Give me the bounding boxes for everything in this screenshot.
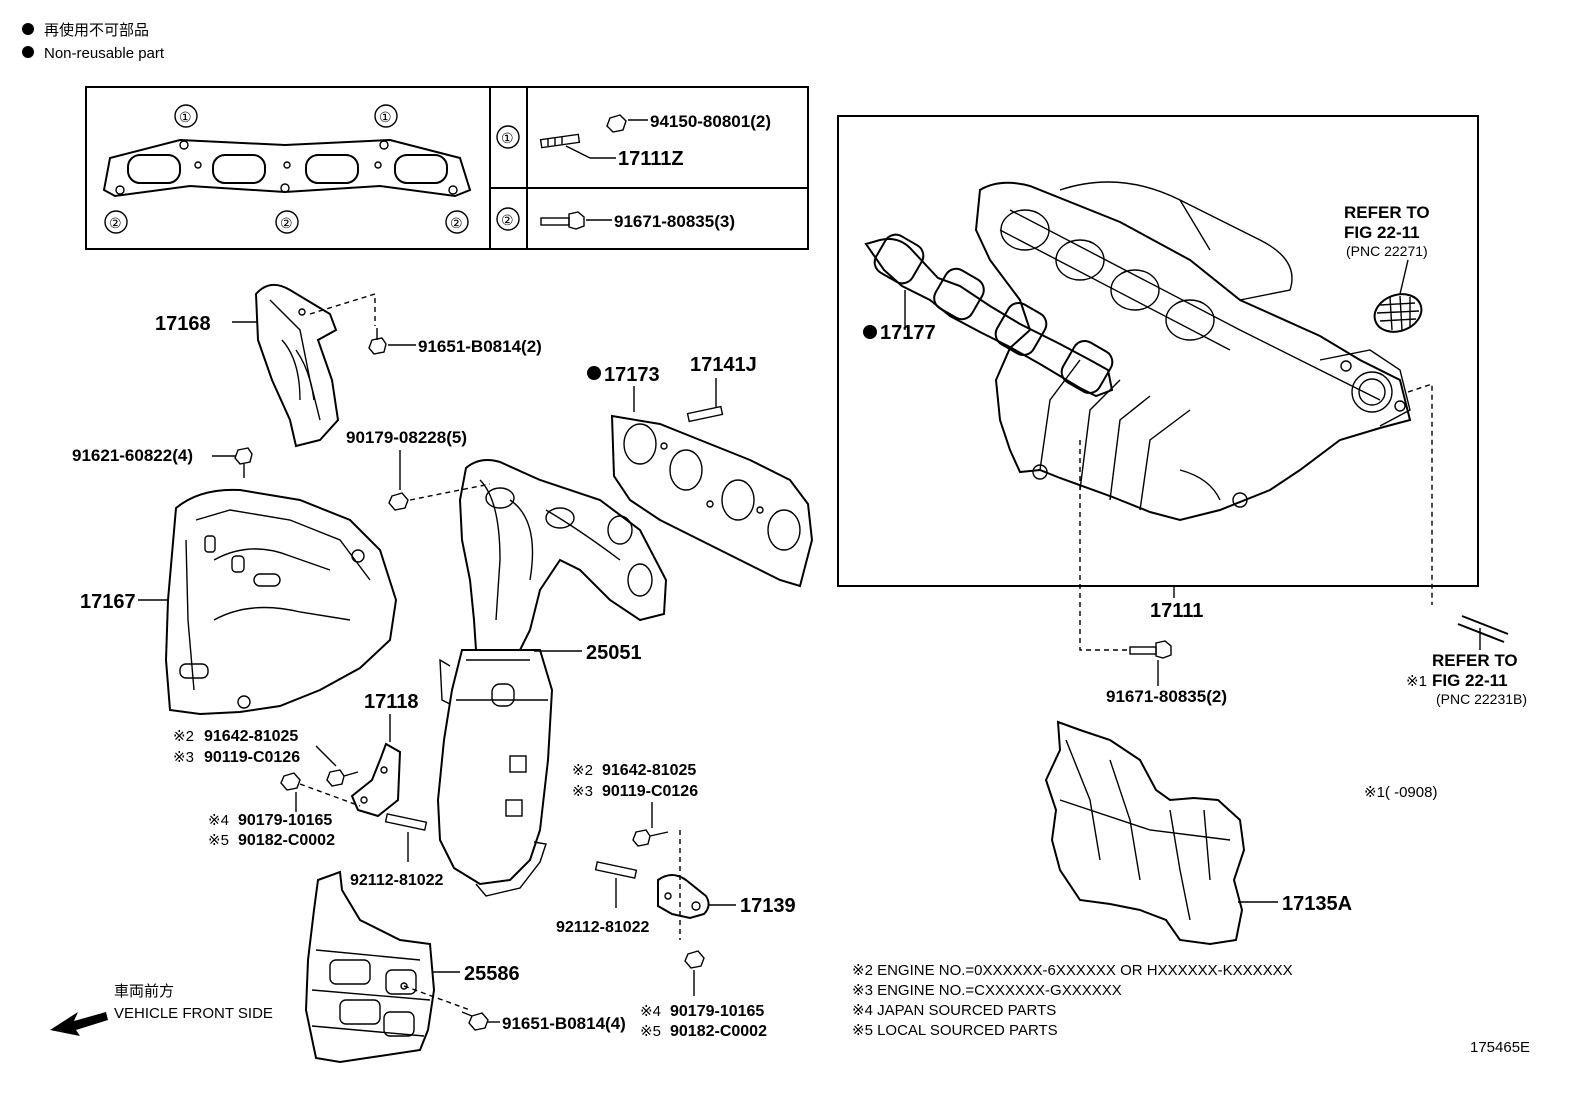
part-17135a: 17135A — [1282, 893, 1352, 915]
part-17167: 17167 — [80, 591, 136, 613]
heat-insulator-25586 — [304, 870, 436, 1064]
part-91651-b0814-4: 91651-B0814(4) — [502, 1014, 626, 1033]
note-mark1-range: ※1( -0908) — [1364, 784, 1437, 801]
part-17141j: 17141J — [690, 354, 757, 376]
refer1-line1: REFER TO — [1344, 203, 1430, 222]
illustration-id: 175465E — [1470, 1039, 1530, 1056]
part-92112-81022-right: 92112-81022 — [556, 919, 650, 936]
bracket-17139 — [657, 874, 710, 920]
refer1-line2: FIG 22-11 — [1344, 223, 1420, 242]
part-91651-b0814-2: 91651-B0814(2) — [418, 337, 542, 356]
exhaust-gasket-17173 — [610, 414, 814, 588]
stud-17141j-icon — [686, 405, 724, 423]
mark-2-left: ※2 — [173, 728, 194, 745]
note-mark5: ※5 LOCAL SOURCED PARTS — [852, 1022, 1058, 1039]
exhaust-manifold-converter-25051 — [436, 459, 668, 897]
gasket-mark-2b: ② — [280, 215, 293, 231]
refer1-line3: (PNC 22271) — [1346, 243, 1428, 259]
part-25586: 25586 — [464, 963, 520, 985]
part-17168: 17168 — [155, 313, 211, 335]
intake-manifold-drawing — [974, 181, 1412, 522]
refer2-mark: ※1 — [1406, 673, 1427, 690]
part-91642-81025-left: 91642-81025 — [204, 728, 298, 745]
part-94150-80801: 94150-80801(2) — [650, 112, 771, 131]
stud-bolt-icon — [539, 133, 581, 149]
part-17111: 17111 — [1150, 600, 1203, 622]
non-reusable-dot-icon — [22, 23, 34, 35]
part-90179-08228-5: 90179-08228(5) — [346, 428, 467, 447]
note-mark2: ※2 ENGINE NO.=0XXXXXX-6XXXXXX OR HXXXXXX… — [852, 962, 1293, 979]
gasket-mark-2a: ② — [109, 215, 122, 231]
mark-5-right: ※5 — [640, 1023, 661, 1040]
front-label-english: VEHICLE FRONT SIDE — [114, 1005, 273, 1022]
heat-insulator-17168 — [254, 283, 340, 448]
part-25051: 25051 — [586, 642, 642, 664]
front-label-japanese: 車両前方 — [114, 983, 174, 1000]
row1-mark: ① — [501, 130, 514, 146]
bolt-icon — [368, 328, 387, 355]
part-92112-81022-left: 92112-81022 — [350, 872, 444, 889]
stud-icon — [384, 813, 428, 831]
intake-manifold-box — [837, 115, 1479, 587]
non-reusable-dot-icon — [863, 325, 877, 339]
part-91671-80835-3: 91671-80835(3) — [614, 212, 735, 231]
refer2-line3: (PNC 22231B) — [1436, 691, 1527, 707]
exhaust-gasket-drawing — [102, 138, 472, 198]
part-17111z: 17111Z — [618, 148, 684, 170]
hose-part — [1457, 615, 1509, 643]
part-91671-80835-2: 91671-80835(2) — [1106, 687, 1227, 706]
refer2-line1: REFER TO — [1432, 651, 1518, 670]
part-17177: 17177 — [880, 322, 936, 344]
part-90119-c0126-left: 90119-C0126 — [204, 749, 300, 766]
part-91642-81025-right: 91642-81025 — [602, 762, 696, 779]
intake-gasket-17177 — [864, 233, 1114, 398]
nut-icon — [280, 772, 301, 791]
bolt-icon — [1129, 640, 1172, 659]
legend-english: Non-reusable part — [44, 45, 165, 62]
part-90182-c0002-left: 90182-C0002 — [238, 832, 335, 849]
bracket-17118 — [350, 742, 402, 818]
mark-4-left: ※4 — [208, 812, 229, 829]
non-reusable-dot-icon — [22, 46, 34, 58]
part-90179-10165-left: 90179-10165 — [238, 812, 332, 829]
bolt-icon — [540, 211, 585, 230]
heat-insulator-17167 — [164, 488, 398, 716]
part-90119-c0126-right: 90119-C0126 — [602, 783, 698, 800]
part-17139: 17139 — [740, 895, 796, 917]
nut-icon — [606, 114, 627, 133]
stud-icon — [594, 861, 638, 879]
mark-4-right: ※4 — [640, 1003, 661, 1020]
mark-3-right: ※3 — [572, 783, 593, 800]
part-17173: 17173 — [604, 364, 660, 386]
bolt-icon — [461, 1011, 489, 1031]
part-91621-60822-4: 91621-60822(4) — [72, 446, 193, 465]
bolt-icon — [234, 447, 253, 478]
mark-5-left: ※5 — [208, 832, 229, 849]
part-90182-c0002-right: 90182-C0002 — [670, 1023, 767, 1040]
mark-2-right: ※2 — [572, 762, 593, 779]
heat-insulator-17135a — [1044, 720, 1246, 946]
gasket-mark-1b: ① — [379, 109, 392, 125]
note-mark3: ※3 ENGINE NO.=CXXXXXX-GXXXXXX — [852, 982, 1122, 999]
mark-3-left: ※3 — [173, 749, 194, 766]
gasket-mark-1a: ① — [179, 109, 192, 125]
part-17118: 17118 — [364, 691, 419, 713]
bolt-icon — [632, 829, 669, 847]
nut-icon — [388, 492, 409, 511]
part-90179-10165-right: 90179-10165 — [670, 1003, 764, 1020]
gasket-bolt-table: ① ① ② ② ② ① 94150-80801(2) 17111Z ② — [85, 86, 809, 250]
mesh-disc-part — [1373, 293, 1423, 333]
note-mark4: ※4 JAPAN SOURCED PARTS — [852, 1002, 1056, 1019]
refer2-line2: FIG 22-11 — [1432, 671, 1508, 690]
front-arrow-icon — [50, 1012, 108, 1036]
row2-mark: ② — [501, 212, 514, 228]
non-reusable-dot-icon — [587, 366, 601, 380]
legend-japanese: 再使用不可部品 — [44, 22, 149, 39]
nut-icon — [684, 950, 705, 969]
gasket-mark-2c: ② — [450, 215, 463, 231]
bolt-icon — [326, 769, 359, 787]
